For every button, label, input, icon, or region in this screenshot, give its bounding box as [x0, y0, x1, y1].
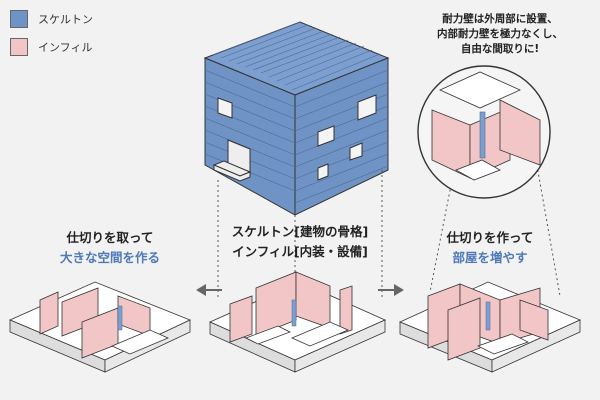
house-windows: [217, 94, 377, 181]
center-line-2: インフィル[内装・設備]: [232, 244, 368, 259]
center-line-1: スケルトン[建物の骨格]: [231, 224, 369, 239]
center-floor-plan: [209, 271, 386, 373]
legend: スケルトン インフィル: [10, 10, 93, 66]
left-line-1: 仕切りを取って: [66, 230, 154, 245]
callout-line-1: 耐力壁は外周部に設置、: [442, 13, 558, 25]
magnified-interior-callout: [417, 65, 551, 199]
left-line-2: 大きな空間を作る: [59, 250, 160, 265]
right-line-2: 部屋を増やす: [452, 250, 528, 265]
right-line-1: 仕切りを作って: [446, 230, 534, 245]
legend-item-infill: インフィル: [10, 38, 93, 56]
left-arrow: [196, 284, 222, 296]
infill-swatch: [10, 38, 28, 56]
left-caption: 仕切りを取って 大きな空間を作る: [30, 228, 190, 268]
right-caption: 仕切りを作って 部屋を増やす: [410, 228, 570, 268]
callout-text: 耐力壁は外周部に設置、 内部耐力壁を極力なくし、 自由な間取りに!: [412, 12, 588, 57]
skeleton-label: スケルトン: [38, 13, 93, 26]
right-arrow: [378, 284, 404, 296]
right-floor-plan: [398, 281, 582, 373]
left-floor-plan: [8, 281, 192, 373]
house-entrance: [212, 139, 252, 182]
callout-line-2: 内部耐力壁を極力なくし、: [437, 28, 563, 40]
infill-label: インフィル: [38, 41, 93, 54]
skeleton-swatch: [10, 10, 28, 28]
center-caption: スケルトン[建物の骨格] インフィル[内装・設備]: [205, 222, 395, 262]
legend-item-skeleton: スケルトン: [10, 10, 93, 28]
callout-line-3: 自由な間取りに!: [460, 43, 540, 55]
